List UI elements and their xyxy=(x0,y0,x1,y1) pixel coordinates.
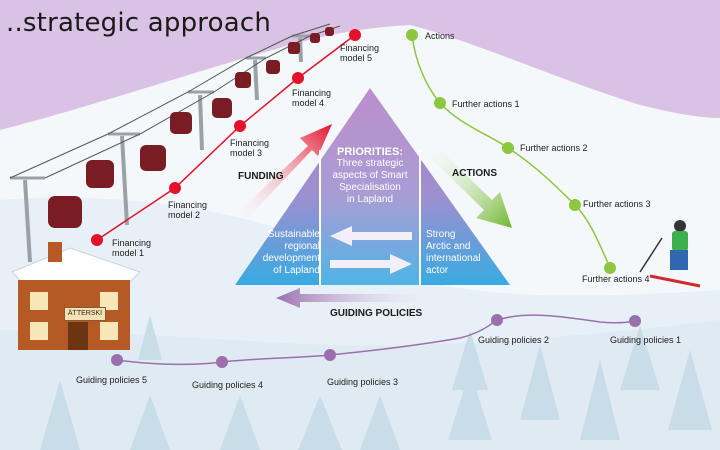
actions-arrow xyxy=(422,140,512,228)
guiding-policies-3-label: Guiding policies 3 xyxy=(327,377,399,387)
priorities-title: PRIORITIES: xyxy=(336,146,403,158)
guiding-policies-1-label: Guiding policies 1 xyxy=(610,335,682,345)
financing-label-1: Financing model 1 xyxy=(112,238,152,258)
actions-label: Actions xyxy=(425,31,455,41)
pyramid-right-text: Strong Arctic and international actor xyxy=(426,229,481,276)
snowy-trees xyxy=(40,315,712,450)
gondolas xyxy=(48,27,334,228)
further-actions-4-label: Further actions 4 xyxy=(582,274,650,284)
guiding-policies-arrow-label: GUIDING POLICIES xyxy=(330,308,423,319)
priorities-body: Three strategic aspects of Smart Special… xyxy=(332,158,408,205)
pyramid-left-text: Sustainable regional development of Lapl… xyxy=(262,229,320,276)
guiding-policies-4-label: Guiding policies 4 xyxy=(192,380,264,390)
priorities-block: PRIORITIES: Three strategic aspects of S… xyxy=(322,146,418,206)
financing-label-4: Financing model 4 xyxy=(292,88,332,108)
cabin-sign: ÄTTERSKI xyxy=(64,307,106,321)
further-actions-1-label: Further actions 1 xyxy=(452,99,520,109)
skier-figure xyxy=(639,220,701,288)
guiding-dots xyxy=(111,314,641,368)
actions-dots xyxy=(406,29,616,274)
lift-arms xyxy=(10,34,310,180)
financing-label-2: Financing model 2 xyxy=(168,200,208,220)
lift-cable xyxy=(9,23,331,179)
further-actions-3-label: Further actions 3 xyxy=(583,199,651,209)
guiding-arrow xyxy=(276,288,450,308)
financing-label-3: Financing model 3 xyxy=(230,138,270,158)
pyramid-exchange-arrows xyxy=(330,226,412,274)
financing-dots xyxy=(91,29,361,246)
lift-towers xyxy=(23,37,303,263)
further-actions-2-label: Further actions 2 xyxy=(520,143,588,153)
actions-arrow-label: ACTIONS xyxy=(452,168,497,179)
page-title: ..strategic approach xyxy=(6,8,272,38)
financing-label-5: Financing model 5 xyxy=(340,43,380,63)
funding-arrow xyxy=(232,124,332,226)
guiding-policies-5-label: Guiding policies 5 xyxy=(76,375,148,385)
guiding-policies-2-label: Guiding policies 2 xyxy=(478,335,550,345)
funding-label: FUNDING xyxy=(238,171,284,182)
